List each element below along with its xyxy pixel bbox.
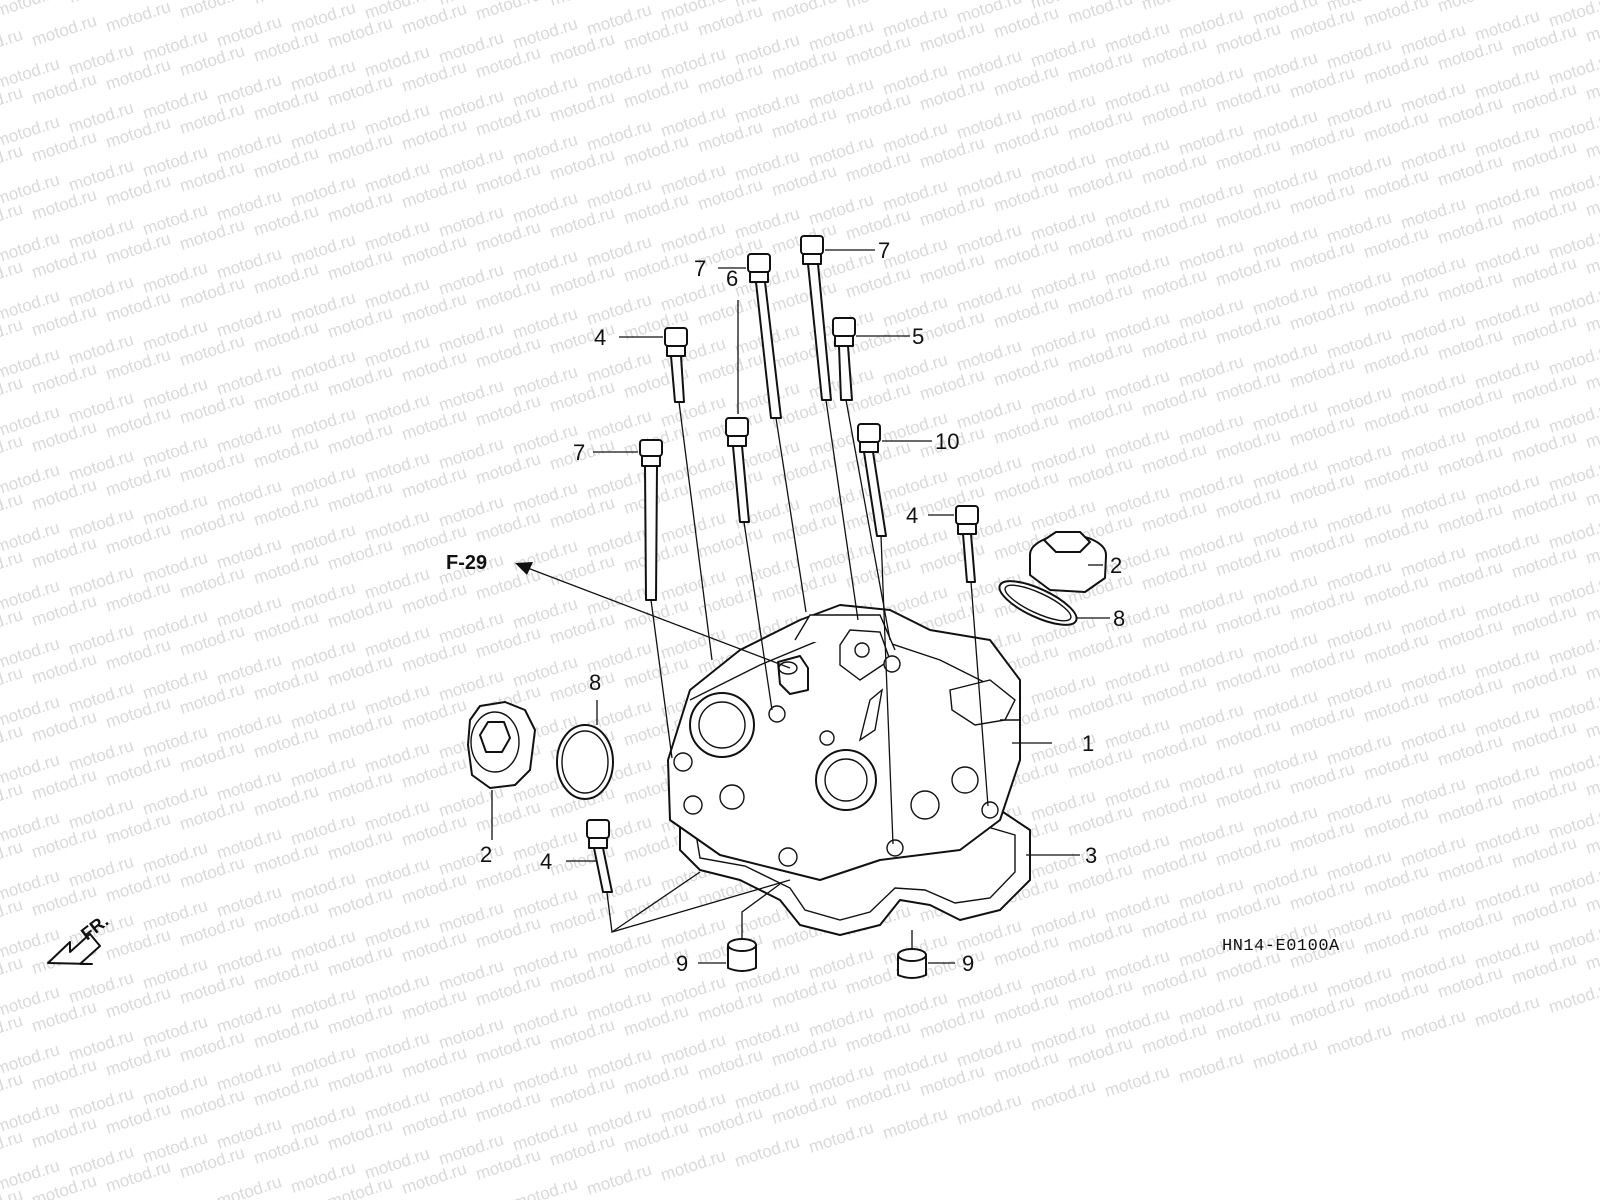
watermark-text: motod.ru [0, 489, 25, 528]
watermark-text: motod.ru [0, 837, 25, 876]
callout-4-right: 4 [906, 503, 918, 528]
callout-7-upper-left: 7 [694, 256, 706, 281]
watermark-text: motod.ru [510, 1174, 580, 1200]
callout-7-left: 7 [573, 440, 585, 465]
watermark-text: motod.ru [0, 373, 25, 412]
watermark-text: motod.ru [769, 0, 839, 26]
watermark-text: motod.ru [0, 141, 25, 180]
watermark-text: motod.ru [214, 1172, 284, 1200]
callout-4-lower: 4 [540, 849, 552, 874]
callout-10: 10 [935, 429, 959, 454]
watermark-text: motod.ru [547, 0, 617, 10]
watermark-text: motod.ru [1028, 1076, 1098, 1115]
watermark-text: motod.ru [1176, 1048, 1246, 1087]
callout-6: 6 [726, 266, 738, 291]
watermark-text: motod.ru [1250, 1034, 1320, 1073]
watermark-text: motod.ru [0, 721, 25, 760]
callout-8-right: 8 [1113, 606, 1125, 631]
callout-9-left: 9 [676, 951, 688, 976]
watermark-text: motod.ru [1324, 1020, 1394, 1059]
callout-9-right: 9 [962, 951, 974, 976]
watermark-text: motod.ru [103, 0, 173, 36]
watermark-text: motod.ru [1398, 1006, 1468, 1045]
watermark-text: motod.ru [0, 779, 25, 818]
callout-3: 3 [1085, 843, 1097, 868]
watermark-text: motod.ru [1102, 1062, 1172, 1101]
watermark-text: motod.ru [0, 1011, 25, 1050]
o-ring-left [556, 724, 614, 800]
oil-filler-cap-right [1029, 531, 1107, 593]
watermark-text: motod.ru [0, 547, 25, 586]
watermark-text: motod.ru [806, 1118, 876, 1157]
watermark-text: motod.ru [0, 1185, 25, 1200]
watermark-text: motod.ru [0, 315, 25, 354]
watermark-text: motod.ru [732, 1132, 802, 1171]
watermark-text: motod.ru [1139, 0, 1209, 14]
callout-1: 1 [1082, 731, 1094, 756]
bolt-6 [725, 417, 750, 523]
watermark-text: motod.ru [177, 0, 247, 22]
watermark-text: motod.ru [29, 11, 99, 50]
bolt-4-right [955, 505, 979, 583]
dowel-pin-right [897, 948, 927, 979]
callout-4-upper: 4 [594, 325, 606, 350]
watermark-text: motod.ru [0, 1069, 25, 1108]
watermark-text: motod.ru [1361, 0, 1431, 30]
dowel-pin-left [727, 938, 757, 972]
bolt-4-upper [664, 327, 688, 403]
watermark-text: motod.ru [0, 663, 25, 702]
watermark-text: motod.ru [473, 0, 543, 24]
callout-2-left: 2 [480, 842, 492, 867]
watermark-text: motod.ru [1435, 0, 1505, 16]
bolt-4-lower [586, 819, 613, 893]
watermark-text: motod.ru [1472, 992, 1542, 1031]
watermark-text: motod.ru [954, 1090, 1024, 1129]
callout-5: 5 [912, 324, 924, 349]
watermark-text: motod.ru [0, 83, 25, 122]
watermark-text: motod.ru [1546, 978, 1600, 1017]
watermark-text: motod.ru [1509, 0, 1579, 2]
callout-2-right: 2 [1110, 553, 1122, 578]
bolt-7-upper-right [800, 235, 832, 401]
watermark-text: motod.ru [0, 25, 25, 64]
bolt-5 [832, 317, 856, 401]
diagram-code: HN14-E0100A [1222, 937, 1340, 956]
watermark-text: motod.ru [880, 1104, 950, 1143]
callout-8-left: 8 [589, 670, 601, 695]
watermark-text: motod.ru [0, 0, 62, 21]
oil-filler-cap-left [467, 701, 536, 789]
watermark-text: motod.ru [66, 0, 136, 7]
watermark-text: motod.ru [0, 1127, 25, 1166]
o-ring-right [998, 580, 1078, 626]
watermark-text: motod.ru [0, 895, 25, 934]
watermark-text: motod.ru [0, 431, 25, 470]
bolt-10 [857, 423, 887, 537]
watermark-text: motod.ru [0, 605, 25, 644]
watermark-text: motod.ru [251, 0, 321, 8]
watermark-text: motod.ru [0, 257, 25, 296]
watermark-text: motod.ru [658, 1146, 728, 1185]
bolt-7-left [639, 439, 663, 601]
reference-f29: F-29 [446, 552, 487, 574]
watermark-text: motod.ru [0, 953, 25, 992]
callout-7-upper-right: 7 [878, 238, 890, 263]
watermark-text: motod.ru [843, 0, 913, 12]
watermark-text: motod.ru [0, 199, 25, 238]
watermark-text: motod.ru [1065, 0, 1135, 28]
bolt-7-upper-left [747, 253, 782, 419]
watermark-text: motod.ru [584, 1160, 654, 1199]
